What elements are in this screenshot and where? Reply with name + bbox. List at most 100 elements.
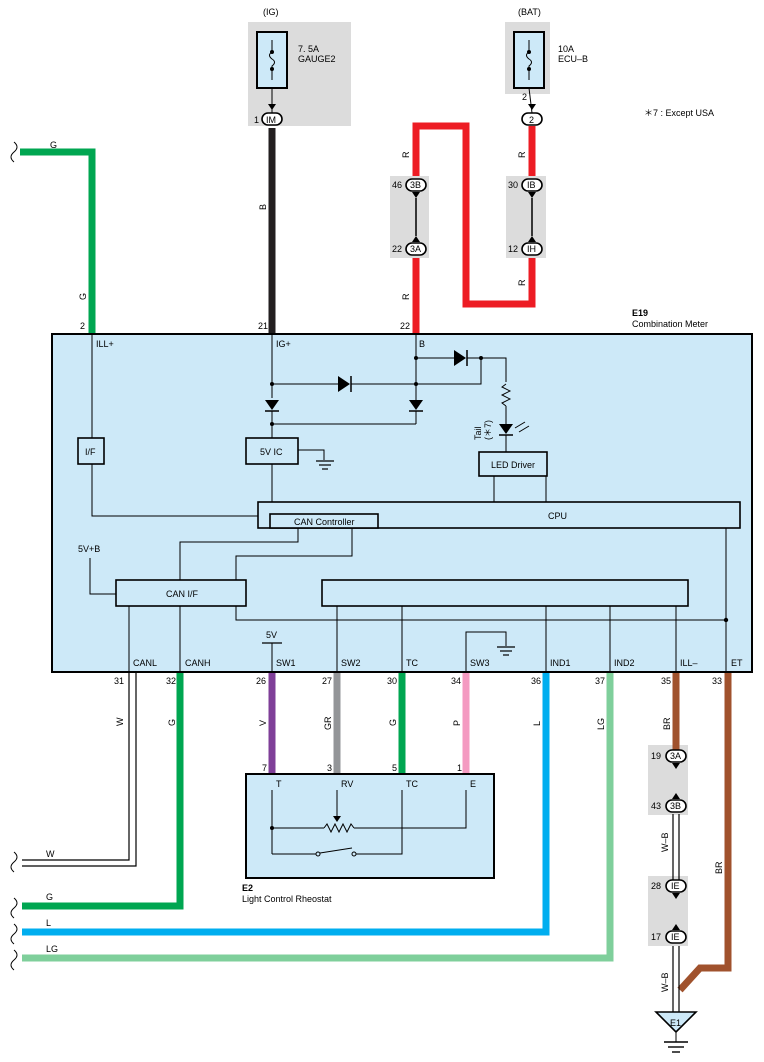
connector-im-label: IM	[266, 115, 276, 125]
pin-26: 26	[256, 676, 266, 686]
connector-3a-bottom-label: 3A	[670, 751, 681, 761]
rheo-term-e: E	[470, 779, 476, 789]
rheo-pin-7: 7	[262, 763, 267, 773]
rheo-pin-5: 5	[392, 763, 397, 773]
connector-3b-bottom-label: 3B	[670, 801, 681, 811]
pin-32: 32	[166, 676, 176, 686]
tail-label: Tail	[473, 426, 483, 440]
wire-label-gr: GR	[323, 716, 333, 730]
connector-ie-1-label: IE	[671, 881, 680, 891]
pin-30: 30	[387, 676, 397, 686]
wire-green-ill	[20, 148, 96, 334]
connector-ib	[521, 178, 543, 192]
rheo-pin-3: 3	[327, 763, 332, 773]
terminal-ill-plus: ILL+	[96, 339, 114, 349]
if-label: I/F	[85, 447, 96, 457]
wire-break-g	[10, 897, 18, 919]
can-controller-label: CAN Controller	[294, 517, 355, 527]
terminal-sw3: SW3	[470, 658, 490, 668]
bat-fuse-name: ECU–B	[558, 54, 588, 64]
connector-2	[521, 112, 543, 126]
rheostat-name: Light Control Rheostat	[242, 894, 332, 904]
pin-33: 33	[712, 676, 722, 686]
wire-label-r2: R	[401, 293, 411, 300]
can-if-label: CAN I/F	[166, 589, 199, 599]
junction-12: 12	[508, 244, 518, 254]
connector-ie-2	[665, 930, 687, 944]
wire-break-g-top	[10, 141, 18, 163]
wire-w-outline-b	[22, 672, 137, 867]
connector-ib-label: IB	[527, 180, 536, 190]
wire-label-r3: R	[517, 151, 527, 158]
wire-break-w	[10, 851, 18, 873]
rheostat-internal	[270, 790, 467, 857]
wire-green-canh	[22, 672, 184, 910]
wire-label-lg: LG	[596, 718, 606, 730]
terminal-sw2: SW2	[341, 658, 361, 668]
pin-31: 31	[114, 676, 124, 686]
wire-lightgreen-ind2	[22, 672, 614, 962]
pin-34: 34	[451, 676, 461, 686]
connector-im	[261, 112, 283, 126]
pin-21: 21	[258, 321, 268, 331]
ig-fuse-name: GAUGE2	[298, 54, 336, 64]
5v-b-label: 5V+B	[78, 544, 100, 554]
junction-30: 30	[508, 180, 518, 190]
wire-red-loop	[412, 122, 536, 308]
connector-3a-top-label: 3A	[410, 244, 421, 254]
rheostat-box	[245, 773, 495, 879]
note-except-usa: ＊7 : Except USA	[644, 108, 714, 118]
wire-label-l-left: L	[46, 918, 51, 928]
connector-ih-label: IH	[527, 244, 536, 254]
wire-label-g-vert: G	[78, 293, 88, 300]
rheostat-code: E2	[242, 883, 253, 893]
led-driver-label: LED Driver	[491, 460, 535, 470]
connector-ie-2-label: IE	[671, 932, 680, 942]
rheo-term-t: T	[276, 779, 282, 789]
bat-fuse-amp: 10A	[558, 44, 574, 54]
junction-46: 46	[392, 180, 402, 190]
pin-35: 35	[661, 676, 671, 686]
wire-label-r4: R	[517, 279, 527, 286]
pin-27: 27	[322, 676, 332, 686]
pin-36: 36	[531, 676, 541, 686]
wire-label-wb1: W–B	[660, 832, 670, 852]
meter-code: E19	[632, 308, 648, 318]
wire-label-r1: R	[401, 151, 411, 158]
meter-name: Combination Meter	[632, 319, 708, 329]
terminal-ind1: IND1	[550, 658, 571, 668]
wire-label-l: L	[532, 721, 542, 726]
wire-label-g-tc: G	[388, 719, 398, 726]
rheo-term-tc: TC	[406, 779, 418, 789]
terminal-ig-plus: IG+	[276, 339, 291, 349]
tail-note: (＊7)	[483, 420, 493, 440]
pin-2: 2	[80, 321, 85, 331]
junction-22: 22	[392, 244, 402, 254]
junction-19: 19	[651, 751, 661, 761]
connector-3a-bottom	[665, 749, 687, 763]
terminal-canl: CANL	[133, 658, 157, 668]
connector-3b-bottom	[665, 799, 687, 813]
5v-ic-label: 5V IC	[260, 447, 283, 457]
junction-43: 43	[651, 801, 661, 811]
wire-wb-upper	[672, 814, 680, 880]
wire-brown-et	[677, 672, 732, 993]
wire-label-g-top: G	[50, 140, 57, 150]
wire-w-outline-a	[22, 672, 130, 861]
ig-source-label: (IG)	[263, 7, 279, 17]
meter-internal-wiring	[77, 334, 741, 672]
wire-label-g-canh: G	[167, 719, 177, 726]
rheo-term-rv: RV	[341, 779, 353, 789]
pin-22: 22	[400, 321, 410, 331]
rheo-pin-1: 1	[457, 763, 462, 773]
connector-3a-top	[405, 242, 427, 256]
wire-label-wb2: W–B	[660, 972, 670, 992]
terminal-ind2: IND2	[614, 658, 635, 668]
bat-pin: 2	[522, 92, 527, 102]
connector-3b-top	[405, 178, 427, 192]
ig-fuse-symbol	[269, 40, 275, 80]
wire-label-p: P	[452, 720, 462, 726]
wire-wb-lower	[672, 946, 680, 1012]
